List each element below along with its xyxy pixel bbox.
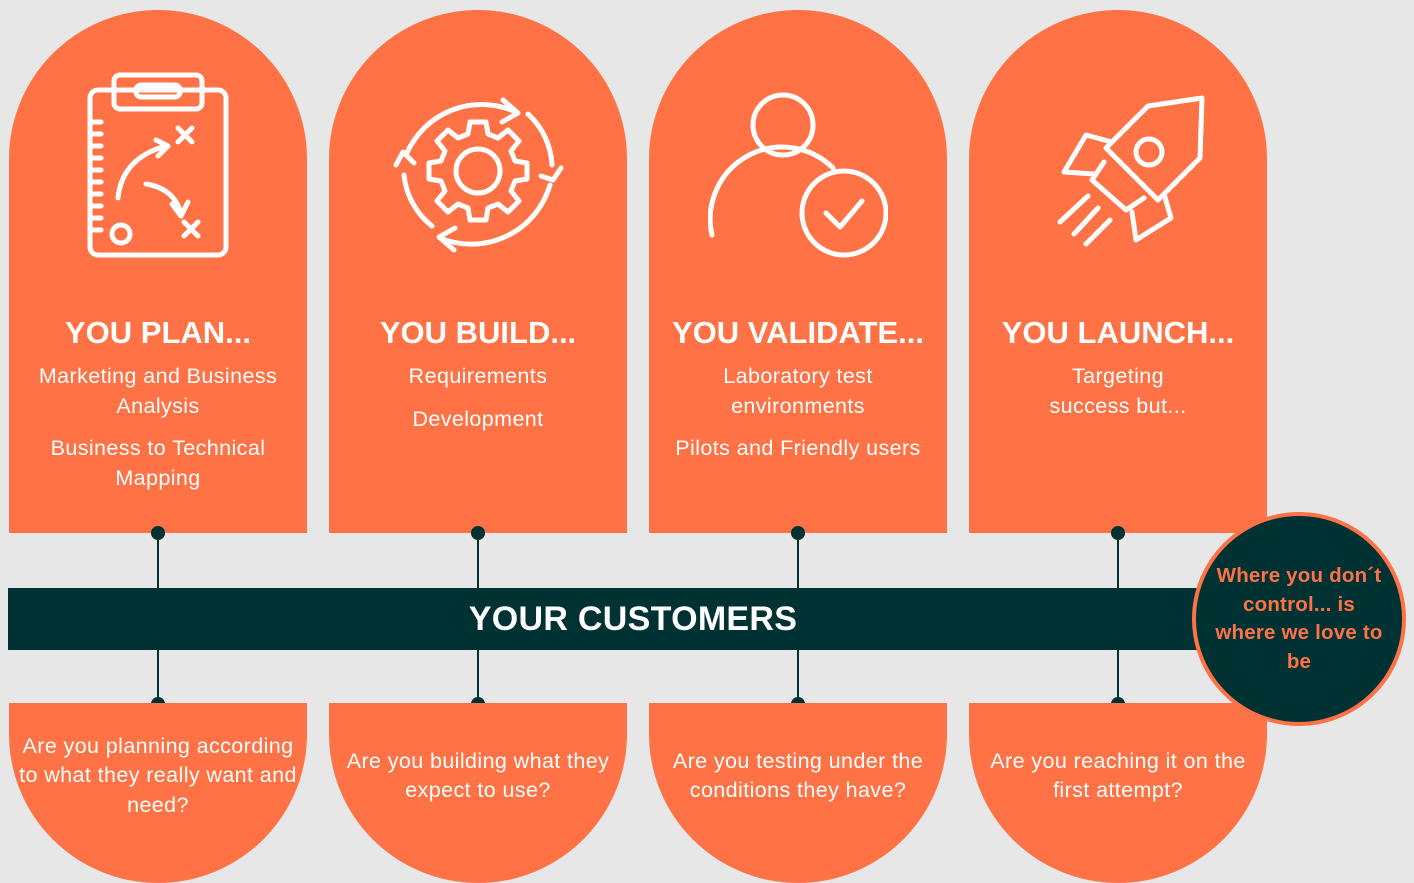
stage-launch-card: YOU LAUNCH... Targeting success but... — [969, 10, 1267, 533]
stage-plan-question-card: Are you planning according to what they … — [9, 703, 307, 883]
stage-build-question: Are you building what they expect to use… — [346, 748, 610, 803]
stage-validate-card: YOU VALIDATE... Laboratory test environm… — [649, 10, 947, 533]
connector-dot — [471, 526, 485, 540]
stage-plan-line: Business to Technical Mapping — [50, 436, 266, 490]
stage-build-question-card: Are you building what they expect to use… — [329, 703, 627, 883]
connector-dot — [1111, 526, 1125, 540]
clipboard-strategy-icon — [68, 70, 248, 270]
stage-build-description: Requirements Development — [337, 362, 619, 447]
connector-dot — [151, 526, 165, 540]
stage-validate-line: Laboratory test environments — [723, 364, 873, 418]
rocket-icon — [1028, 70, 1208, 270]
stage-plan-title: YOU PLAN... — [64, 315, 251, 350]
gear-cycle-icon — [388, 70, 568, 270]
stage-launch-line: Targeting success but... — [1049, 364, 1187, 418]
stage-build-line: Development — [412, 406, 544, 431]
user-check-icon — [708, 70, 888, 270]
stage-validate-question-card: Are you testing under the conditions the… — [649, 703, 947, 883]
stage-validate-line: Pilots and Friendly users — [675, 436, 921, 460]
control-badge-text: Where you don´t control... is where we l… — [1215, 564, 1383, 673]
stage-validate-question: Are you testing under the conditions the… — [672, 748, 924, 803]
stage-validate-title: YOU VALIDATE... — [671, 315, 925, 350]
stage-launch-question-card: Are you reaching it on the first attempt… — [969, 703, 1267, 883]
stage-build-line: Requirements — [408, 364, 548, 388]
customers-banner: YOUR CUSTOMERS — [8, 588, 1258, 650]
stage-plan-card: YOU PLAN... Marketing and Business Analy… — [9, 10, 307, 533]
stage-plan-line: Marketing and Business Analysis — [38, 364, 278, 418]
stage-launch-question: Are you reaching it on the first attempt… — [990, 748, 1246, 803]
stage-plan-question: Are you planning according to what they … — [19, 733, 297, 817]
stage-build-title: YOU BUILD... — [379, 315, 577, 350]
stage-validate-description: Laboratory test environments Pilots and … — [657, 362, 939, 477]
control-badge: Where you don´t control... is where we l… — [1192, 512, 1406, 726]
customers-banner-label: YOUR CUSTOMERS — [468, 599, 798, 638]
stage-build-card: YOU BUILD... Requirements Development — [329, 10, 627, 533]
stage-launch-title: YOU LAUNCH... — [1001, 315, 1235, 350]
connector-dot — [791, 526, 805, 540]
stage-launch-description: Targeting success but... — [977, 362, 1259, 434]
stage-plan-description: Marketing and Business Analysis Business… — [17, 362, 299, 506]
